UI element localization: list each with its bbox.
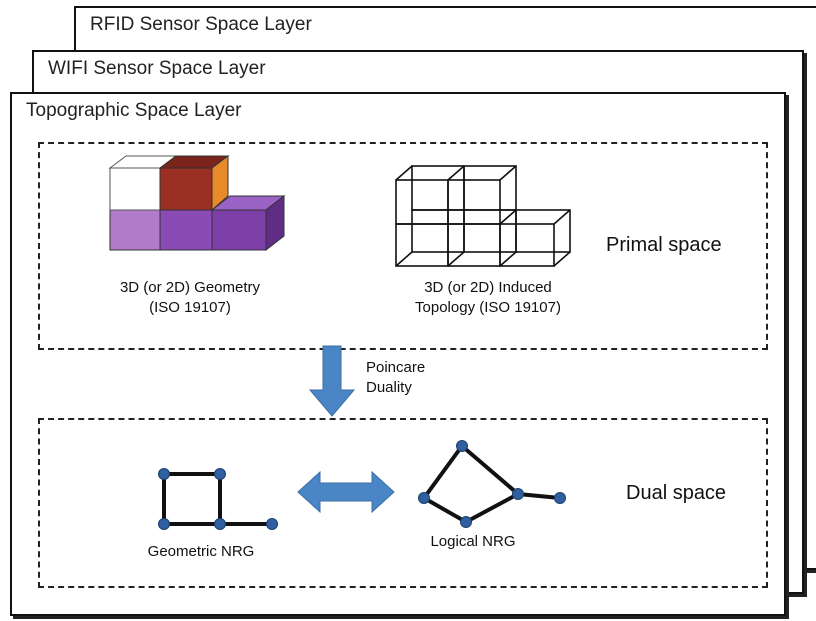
log-node-4 xyxy=(512,488,524,500)
geometric-nrg-graph xyxy=(158,468,278,530)
topology-caption-line2: Topology (ISO 19107) xyxy=(415,299,561,317)
geometric-nrg-label: Geometric NRG xyxy=(147,543,255,560)
geometry-caption: 3D (or 2D) Geometry (ISO 19107) xyxy=(90,278,290,319)
cube-front-purple xyxy=(211,209,267,251)
logical-nrg-graph xyxy=(418,440,566,528)
primal-space-box: 3D (or 2D) Geometry (ISO 19107) 3D (or 2… xyxy=(38,142,768,350)
wire-cube-e-back xyxy=(515,209,571,253)
geometry-cubes-figure xyxy=(108,155,286,252)
topology-caption-line1: 3D (or 2D) Induced xyxy=(424,279,552,296)
primal-space-label: Primal space xyxy=(606,234,722,256)
double-arrow-icon xyxy=(297,470,395,514)
geo-node-5 xyxy=(266,518,278,530)
duality-caption: Poincare Duality xyxy=(366,358,425,399)
topology-wireframe-figure xyxy=(395,165,571,267)
geometry-caption-line1: 3D (or 2D) Geometry xyxy=(119,279,261,296)
rfid-layer-title: RFID Sensor Space Layer xyxy=(90,14,312,35)
dual-space-label: Dual space xyxy=(626,482,727,504)
geo-node-1 xyxy=(158,468,170,480)
log-node-1 xyxy=(456,440,468,452)
wire-cube-b-front xyxy=(447,179,501,225)
geo-node-2 xyxy=(214,468,226,480)
cube-front-white xyxy=(109,167,161,211)
cube-front-lilac xyxy=(109,209,161,251)
geo-node-4 xyxy=(214,518,226,530)
wire-diagonals xyxy=(395,165,571,267)
topographic-layer-title: Topographic Space Layer xyxy=(26,100,242,121)
log-node-3 xyxy=(460,516,472,528)
cube-front-purple-mid xyxy=(159,209,213,251)
logical-nrg-label: Logical NRG xyxy=(430,533,516,550)
geometry-caption-line2: (ISO 19107) xyxy=(149,299,231,317)
wire-cube-a-front xyxy=(395,179,449,225)
wire-cube-e-front xyxy=(499,223,555,267)
topographic-space-layer: Topographic Space Layer 3D (or 2D) Geome… xyxy=(10,92,786,616)
wifi-layer-title: WIFI Sensor Space Layer xyxy=(48,58,266,79)
down-arrow-icon xyxy=(308,345,356,417)
geo-node-3 xyxy=(158,518,170,530)
wire-cube-c-back xyxy=(411,209,465,253)
topology-caption: 3D (or 2D) Induced Topology (ISO 19107) xyxy=(378,278,598,319)
cube-front-maroon xyxy=(159,167,213,211)
dual-space-box: Geometric NRG Logical NRG Dual space xyxy=(38,418,768,588)
cube-side-orange xyxy=(211,155,229,212)
duality-caption-line2: Duality xyxy=(366,379,412,397)
log-node-2 xyxy=(418,492,430,504)
duality-caption-line1: Poincare xyxy=(366,359,426,376)
log-node-5 xyxy=(554,492,566,504)
cube-side-purple xyxy=(265,194,285,252)
